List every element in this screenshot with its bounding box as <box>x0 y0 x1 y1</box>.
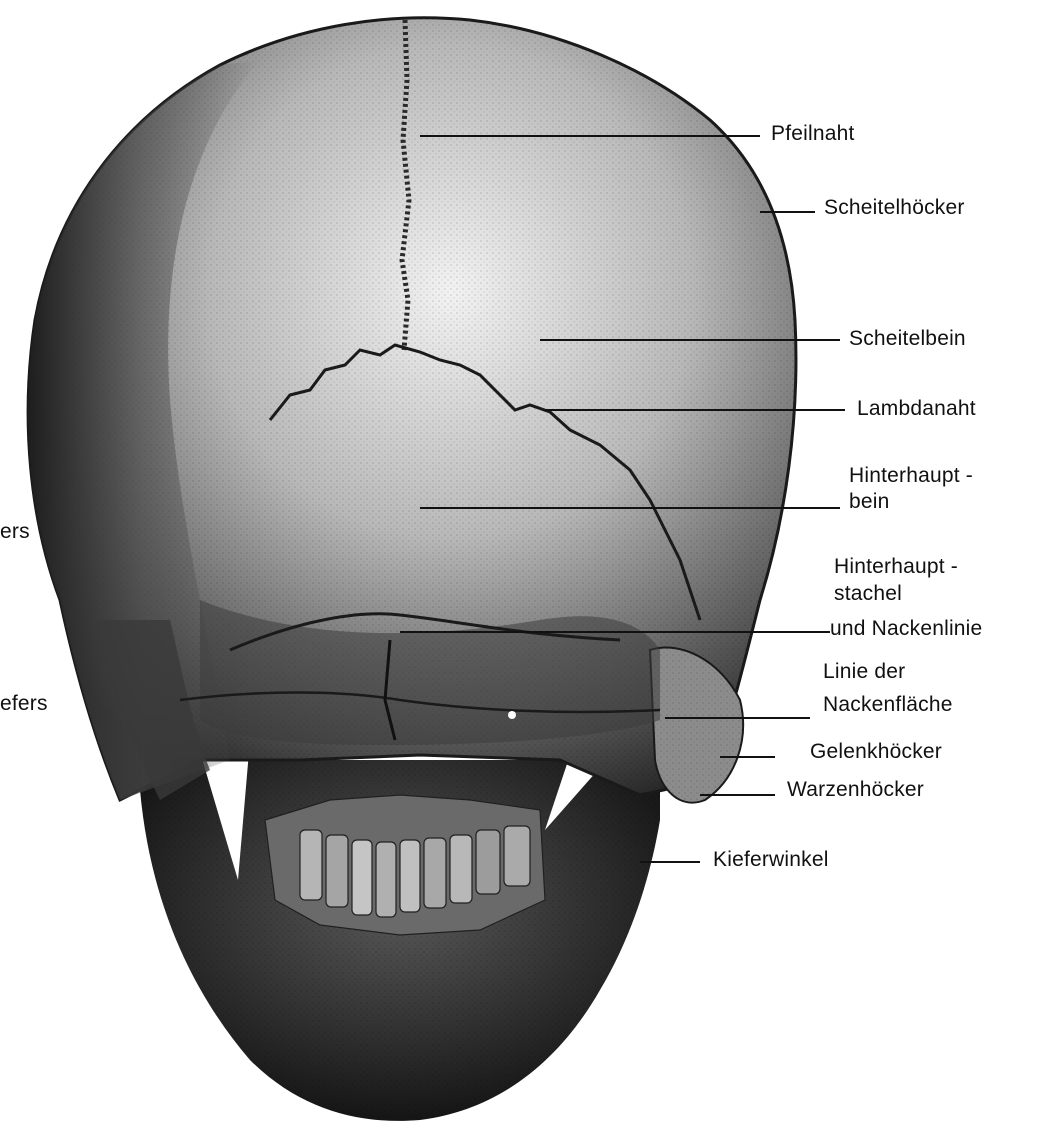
label-hinterhauptstachel-1: Hinterhaupt - <box>834 555 958 579</box>
label-scheitelhoecker: Scheitelhöcker <box>824 196 965 220</box>
label-gelenkhoecker: Gelenkhöcker <box>810 740 942 764</box>
label-linie-der: Linie der <box>823 660 905 684</box>
label-left-top-fragment: ers <box>0 520 30 544</box>
label-warzenhoecker: Warzenhöcker <box>787 778 924 802</box>
label-hinterhauptstachel-3: und Nackenlinie <box>830 617 982 641</box>
label-hinterhauptbein-1: Hinterhaupt - <box>849 464 973 488</box>
label-hinterhauptbein-2: bein <box>849 490 890 514</box>
label-pfeilnaht: Pfeilnaht <box>771 122 855 146</box>
label-scheitelbein: Scheitelbein <box>849 327 966 351</box>
label-hinterhauptstachel-2: stachel <box>834 582 902 606</box>
teeth <box>265 795 545 935</box>
label-nackenflaeche: Nackenfläche <box>823 693 953 717</box>
label-left-bottom-fragment: efers <box>0 692 48 716</box>
label-lambdanaht: Lambdanaht <box>857 397 976 421</box>
label-kieferwinkel: Kieferwinkel <box>713 848 829 872</box>
